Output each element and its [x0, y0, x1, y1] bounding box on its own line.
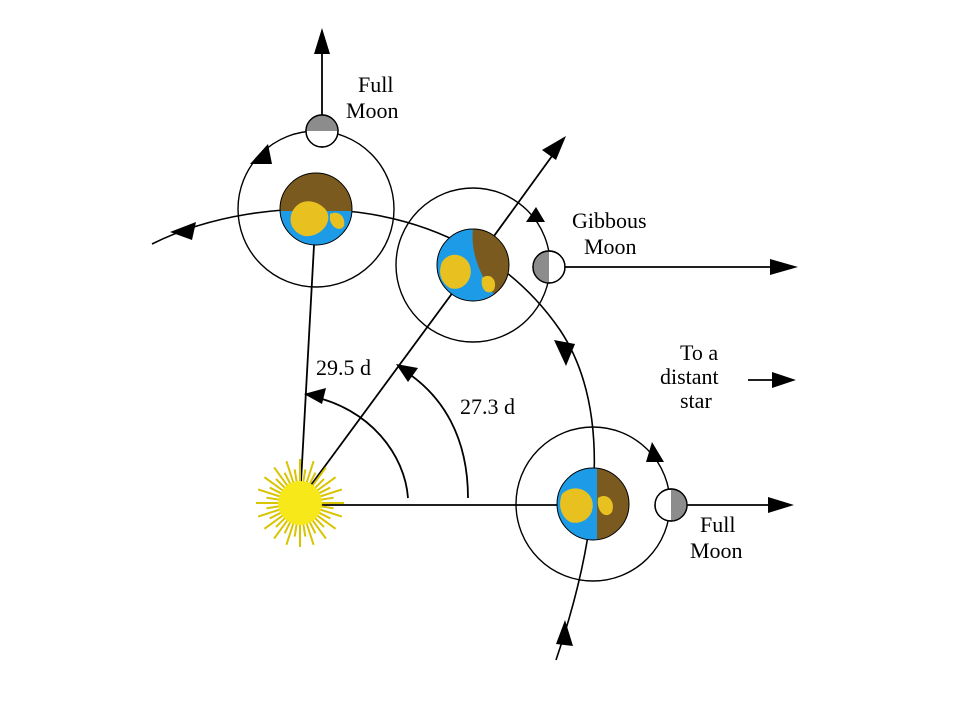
earth-icon	[556, 467, 630, 541]
label-full-moon-top: Full Moon	[346, 72, 399, 123]
arrow-icon	[772, 372, 796, 388]
moon-orbit-arrow-icon	[526, 207, 545, 222]
label-synodic-period: 29.5 d	[316, 355, 371, 380]
moon-icon	[305, 114, 339, 148]
sun-earth-line-top	[299, 208, 317, 501]
sidereal-arc	[399, 367, 469, 499]
moon-icon	[532, 250, 566, 284]
arrow-icon	[768, 497, 794, 513]
moon-icon	[654, 488, 688, 522]
moon-orbit-arrow-icon	[250, 144, 272, 164]
label-gibbous-moon: Gibbous Moon	[572, 208, 652, 259]
orbit-arrow-icon	[554, 340, 575, 366]
earth-icon	[279, 172, 353, 246]
earth-orbit	[151, 208, 596, 661]
sun-icon	[256, 459, 344, 547]
arrow-icon	[304, 388, 326, 404]
orbit-arrow-icon	[556, 620, 573, 646]
label-full-moon-bottom: Full Moon	[690, 512, 743, 563]
label-distant-star: To a distant star	[660, 340, 724, 413]
moon-orbit-arrow-icon	[646, 442, 664, 462]
arrow-icon	[542, 136, 566, 160]
orbit-arrow-icon	[170, 222, 196, 240]
earth-icon	[436, 228, 510, 302]
synodic-arc	[309, 395, 409, 499]
label-sidereal-period: 27.3 d	[460, 394, 515, 419]
arrow-icon	[770, 259, 798, 275]
sun-earth-line-middle	[299, 264, 474, 501]
arrow-icon	[314, 28, 330, 54]
arrow-icon	[396, 364, 418, 382]
